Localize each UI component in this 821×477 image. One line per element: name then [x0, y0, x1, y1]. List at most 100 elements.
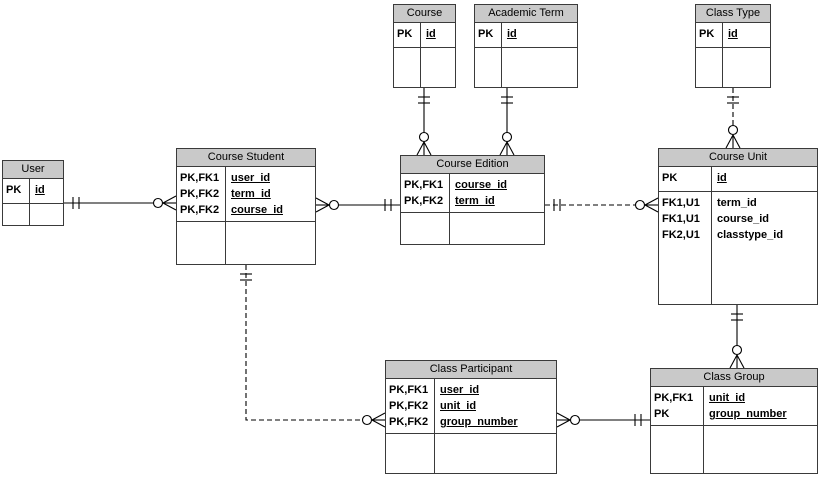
key-column-divider	[449, 174, 450, 244]
attribute-section	[394, 48, 455, 87]
key-column-divider	[434, 379, 435, 473]
attribute-row: FK2,U1 classtype_id	[659, 227, 817, 243]
attribute-section	[696, 48, 770, 87]
field-name: term_id	[455, 195, 495, 207]
attribute-row: PK,FK1 user_id	[386, 382, 556, 398]
cardinality-one-marker	[553, 199, 561, 211]
key-designation-label: PK,FK2	[389, 416, 429, 428]
key-separator-line	[394, 47, 455, 48]
cardinality-many-marker	[729, 344, 745, 369]
key-column-divider	[703, 387, 704, 473]
cardinality-many-marker	[499, 131, 515, 156]
key-designation-label: PK,FK1	[404, 179, 444, 191]
key-designation-label: PK	[662, 172, 678, 184]
field-name: group_number	[440, 416, 518, 428]
table-title: Course	[394, 5, 455, 23]
key-designation-label: FK1,U1	[662, 213, 700, 225]
attribute-row: FK1,U1 course_id	[659, 211, 817, 227]
relationship-course_student-class_participant	[245, 265, 363, 421]
field-name: unit_id	[440, 400, 477, 412]
key-column-divider	[711, 167, 712, 304]
key-designation-label: PK,FK2	[180, 188, 220, 200]
table-title: Class Group	[651, 369, 817, 387]
key-separator-line	[696, 47, 770, 48]
key-designation-label: FK2,U1	[662, 229, 700, 241]
key-designation-label: PK,FK1	[654, 392, 694, 404]
key-separator-line	[651, 425, 817, 426]
field-name: term_id	[231, 188, 271, 200]
attribute-section	[177, 222, 315, 264]
key-separator-line	[386, 433, 556, 434]
key-designation-label: PK	[654, 408, 670, 420]
table-title: Course Unit	[659, 149, 817, 167]
field-name: course_id	[717, 213, 769, 225]
key-separator-line	[3, 203, 63, 204]
field-name: id	[717, 172, 727, 184]
key-designation-label: PK	[6, 184, 22, 196]
cardinality-one-marker	[634, 414, 642, 426]
cardinality-many-marker	[361, 412, 386, 428]
field-name: course_id	[231, 204, 283, 216]
key-designation-label: FK1,U1	[662, 197, 700, 209]
cardinality-many-marker	[634, 197, 659, 213]
table-title: Course Edition	[401, 156, 544, 174]
key-designation-label: PK,FK2	[180, 204, 220, 216]
key-designation-label: PK,FK1	[389, 384, 429, 396]
field-name: term_id	[717, 197, 757, 209]
attribute-section	[651, 426, 817, 473]
key-separator-line	[177, 221, 315, 222]
attribute-row: PK,FK2 term_id	[401, 193, 544, 209]
field-name: user_id	[440, 384, 480, 396]
table-title: Class Participant	[386, 361, 556, 379]
cardinality-one-marker	[72, 197, 80, 209]
cardinality-one-marker	[384, 199, 392, 211]
cardinality-one-marker	[501, 96, 513, 104]
attribute-section	[3, 204, 63, 225]
key-column-divider	[29, 179, 30, 225]
cardinality-one-marker	[727, 96, 739, 104]
cardinality-one-marker	[240, 273, 252, 281]
key-column-divider	[501, 23, 502, 87]
cardinality-many-marker	[416, 131, 432, 156]
cardinality-many-marker	[725, 124, 741, 149]
attribute-section	[386, 434, 556, 473]
attribute-section	[401, 213, 544, 244]
field-name: group_number	[709, 408, 787, 420]
table-title: Class Type	[696, 5, 770, 23]
cardinality-many-marker	[556, 412, 581, 428]
field-name: id	[507, 28, 517, 40]
field-name: classtype_id	[717, 229, 784, 241]
key-separator-line	[401, 212, 544, 213]
key-designation-label: PK	[397, 28, 413, 40]
cardinality-one-marker	[418, 96, 430, 104]
cardinality-many-marker	[315, 197, 340, 213]
attribute-row: PK,FK2 term_id	[177, 186, 315, 202]
attribute-row: PK,FK2 group_number	[386, 414, 556, 430]
key-designation-label: PK,FK1	[180, 172, 220, 184]
key-designation-label: PK,FK2	[404, 195, 444, 207]
